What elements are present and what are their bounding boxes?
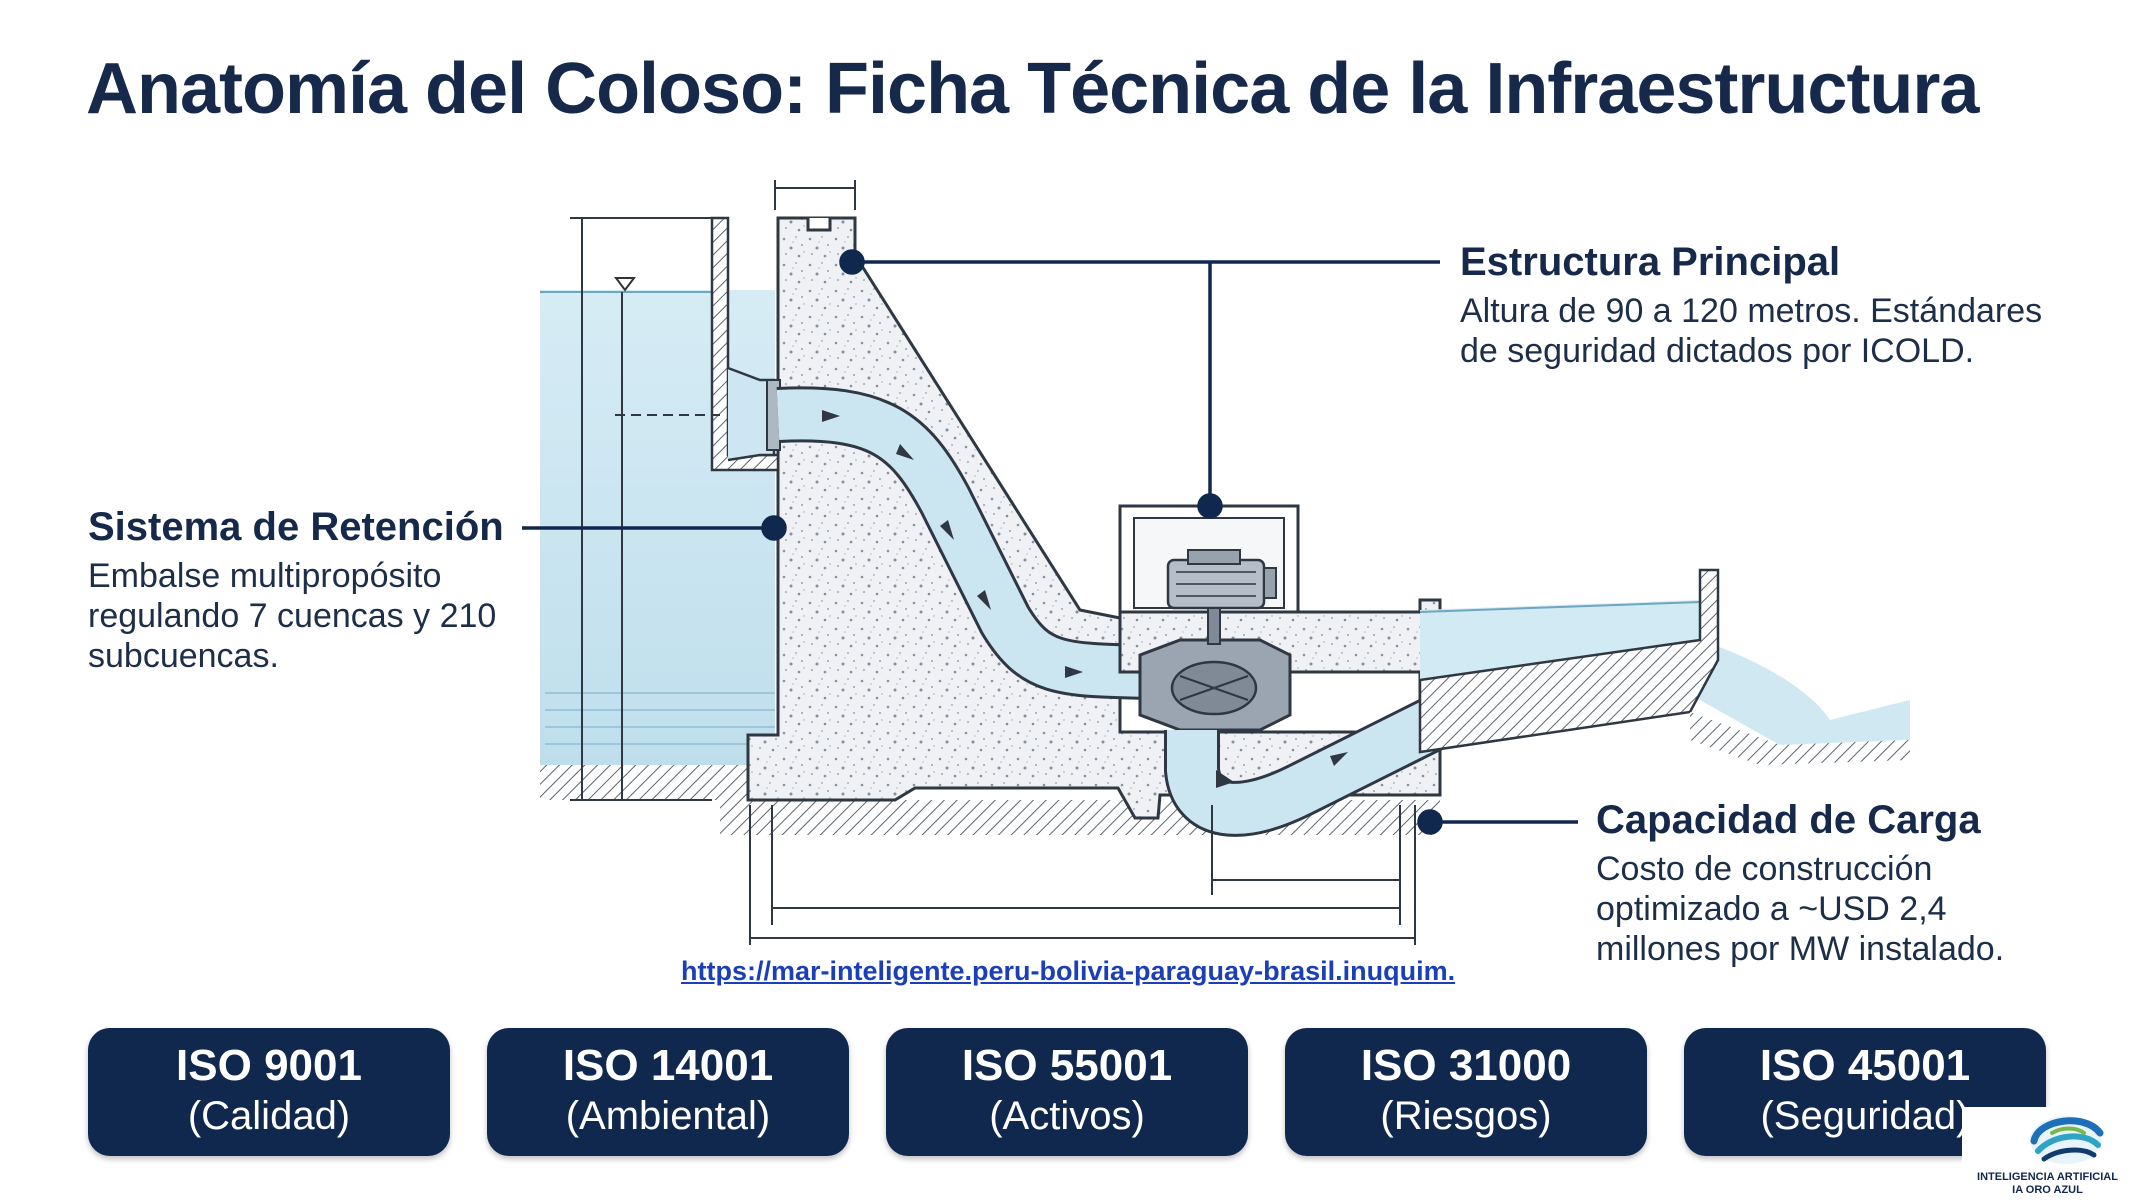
dam-body <box>746 216 1442 820</box>
callout-retencion-heading: Sistema de Retención <box>88 505 504 549</box>
dimension-lines <box>570 180 1416 945</box>
callout-sistema-retencion: Sistema de Retención Embalse multipropós… <box>88 505 548 676</box>
generator-icon <box>1166 549 1277 610</box>
callout-leaders <box>522 249 1578 835</box>
callout-estructura-text: Altura de 90 a 120 metros. Estándares de… <box>1460 292 2043 370</box>
iso-code: ISO 45001 <box>1759 1041 1971 1090</box>
logo-line-2: IA ORO AZUL <box>2012 1184 2083 1196</box>
iso-badge-31000: ISO 31000 (Riesgos) <box>1285 1028 1647 1156</box>
riverbed-downstream <box>1690 712 1910 765</box>
callout-capacidad-text: Costo de construcción optimizado a ~USD … <box>1596 850 2005 968</box>
iso-code: ISO 55001 <box>961 1041 1173 1090</box>
swirl-logo-icon <box>2030 1116 2104 1164</box>
intake-wall <box>710 216 780 472</box>
dam-cross-section-diagram <box>522 180 1910 945</box>
water-level-icon <box>614 277 636 292</box>
iso-code: ISO 14001 <box>562 1041 774 1090</box>
iso-desc: (Seguridad) <box>1760 1094 1970 1138</box>
callout-estructura-heading: Estructura Principal <box>1460 240 1841 284</box>
tailrace-channel <box>1418 568 1720 754</box>
iso-badge-9001: ISO 9001 (Calidad) <box>88 1028 450 1156</box>
riverbed-upstream <box>540 765 748 800</box>
flow-arrows <box>822 410 1083 678</box>
iso-code: ISO 31000 <box>1360 1041 1572 1090</box>
callout-capacidad-heading: Capacidad de Carga <box>1596 798 1981 842</box>
iso-desc: (Activos) <box>989 1094 1145 1138</box>
turbine-icon <box>1138 607 1292 732</box>
page-title: Anatomía del Coloso: Ficha Técnica de la… <box>86 49 1979 129</box>
iso-code: ISO 9001 <box>176 1041 362 1090</box>
source-link[interactable]: https://mar-inteligente.peru-bolivia-par… <box>681 956 1456 986</box>
callout-estructura-principal: Estructura Principal Altura de 90 a 120 … <box>1460 240 2070 371</box>
iso-badge-55001: ISO 55001 (Activos) <box>886 1028 1248 1156</box>
iso-desc: (Calidad) <box>187 1094 351 1138</box>
iso-desc: (Ambiental) <box>565 1094 771 1138</box>
tailrace-water <box>1419 600 1910 745</box>
iso-badge-14001: ISO 14001 (Ambiental) <box>487 1028 849 1156</box>
brand-logo: INTELIGENCIA ARTIFICIAL IA ORO AZUL <box>1962 1107 2133 1200</box>
crest-notch <box>806 218 832 232</box>
callout-retencion-text: Embalse multipropósito regulando 7 cuenc… <box>88 557 497 675</box>
iso-desc: (Riesgos) <box>1380 1094 1552 1138</box>
logo-line-1: INTELIGENCIA ARTIFICIAL <box>1977 1171 2118 1183</box>
callout-capacidad-carga: Capacidad de Carga Costo de construcción… <box>1596 798 2056 969</box>
